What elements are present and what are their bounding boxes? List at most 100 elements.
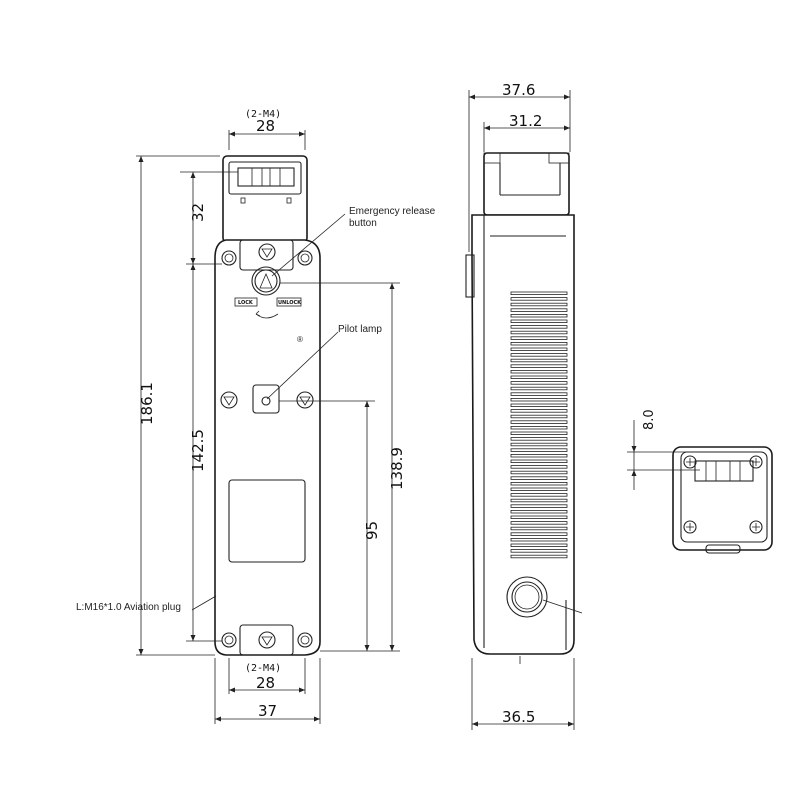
screw-icon xyxy=(258,243,276,261)
mount-hole-bottom-left xyxy=(221,632,237,648)
cooling-fin xyxy=(510,358,568,363)
cooling-fin xyxy=(510,330,568,335)
cooling-fin xyxy=(510,498,568,503)
pilot-lamp xyxy=(252,384,280,414)
cooling-fin xyxy=(510,453,568,458)
cooling-fin xyxy=(510,431,568,435)
cooling-fin xyxy=(510,308,568,312)
cooling-fin xyxy=(510,476,568,480)
cooling-fin xyxy=(510,409,568,413)
cooling-fin xyxy=(510,392,568,396)
cooling-fin xyxy=(510,493,568,497)
lock-label: LOCK xyxy=(238,300,254,306)
cooling-fin xyxy=(510,364,568,368)
cooling-fin xyxy=(510,515,568,519)
dim-right-height: 138.9 xyxy=(388,447,406,490)
cooling-fin xyxy=(510,465,568,469)
top-dimensions: 8.0 xyxy=(627,409,700,490)
screw-icon xyxy=(683,455,697,469)
dim-bolt-top-note: (2-M4) xyxy=(245,109,281,120)
lock-label-box xyxy=(234,297,258,307)
cooling-fin xyxy=(510,420,568,424)
cooling-fin xyxy=(510,549,568,553)
front-body xyxy=(214,239,321,656)
screw-icon xyxy=(683,520,697,534)
emergency-release-button xyxy=(251,266,281,296)
label-window xyxy=(228,479,306,563)
dim-side-depth-top: 37.6 xyxy=(502,81,535,99)
cooling-fin xyxy=(510,481,568,486)
cooling-fin xyxy=(510,319,568,323)
cooling-fin xyxy=(510,504,568,508)
cooling-fin xyxy=(510,509,568,514)
cooling-fin xyxy=(510,291,568,295)
aviation-plug-connector xyxy=(506,576,548,618)
emergency-release-label-2: button xyxy=(349,218,377,229)
cooling-fin xyxy=(510,442,568,447)
dim-bolt-top: 28 xyxy=(256,117,275,135)
screw-icon xyxy=(258,631,276,649)
screw-icon xyxy=(220,391,238,409)
cooling-fin xyxy=(510,403,568,407)
cooling-fin xyxy=(510,336,568,340)
cooling-fin xyxy=(510,302,568,307)
emergency-release-label-1: Emergency release xyxy=(349,206,436,217)
cooling-fin xyxy=(510,386,568,391)
cooling-fin xyxy=(510,487,568,491)
dim-hole-spacing: 142.5 xyxy=(189,429,207,472)
head-window xyxy=(228,161,302,195)
cooling-fin xyxy=(510,347,568,351)
dim-head-height: 32 xyxy=(189,203,207,222)
front-dimensions: (2-M4) 28 32 186.1 142.5 138.9 95 xyxy=(136,109,406,724)
cooling-fin xyxy=(510,369,568,374)
dim-total-height: 186.1 xyxy=(138,382,156,425)
cooling-fin xyxy=(510,470,568,475)
cooling-fin xyxy=(510,297,568,301)
dim-side-head-depth: 31.2 xyxy=(509,112,542,130)
side-dimensions: 37.6 31.2 36.5 xyxy=(468,81,575,730)
cooling-fin xyxy=(510,381,568,385)
cooling-fin xyxy=(510,397,568,402)
dim-bolt-bottom-note: (2-M4) xyxy=(245,663,281,674)
side-latch xyxy=(465,254,475,298)
dim-lamp-to-bottom: 95 xyxy=(363,521,381,540)
cooling-fin xyxy=(510,437,568,441)
top-key-slot xyxy=(694,460,754,482)
top-view xyxy=(672,446,773,554)
cooling-fin xyxy=(510,459,568,463)
registered-mark: ® xyxy=(297,335,303,344)
key-slot xyxy=(237,167,295,187)
dim-side-depth-bottom: 36.5 xyxy=(502,708,535,726)
cooling-fin xyxy=(510,341,568,346)
cooling-fin xyxy=(510,414,568,419)
unlock-label-box xyxy=(276,297,302,307)
top-body xyxy=(672,446,773,551)
mount-hole-bottom-right xyxy=(297,632,313,648)
mount-hole-top-left xyxy=(221,250,237,266)
mount-hole-top-right xyxy=(297,250,313,266)
cooling-fin xyxy=(510,425,568,430)
cooling-fin xyxy=(510,313,568,318)
side-head xyxy=(483,152,570,216)
unlock-label: UNLOCK xyxy=(278,300,302,306)
cooling-fin xyxy=(510,554,568,559)
aviation-plug-label: L:M16*1.0 Aviation plug xyxy=(76,602,181,613)
dim-front-width: 37 xyxy=(258,702,277,720)
cooling-fin xyxy=(510,375,568,379)
cooling-fins xyxy=(510,291,568,559)
screw-icon xyxy=(749,520,763,534)
dim-top-slot: 8.0 xyxy=(642,409,657,430)
cooling-fin xyxy=(510,538,568,542)
pilot-lamp-label: Pilot lamp xyxy=(338,324,382,335)
cooling-fin xyxy=(510,448,568,452)
front-view: LOCK UNLOCK ® xyxy=(214,155,321,656)
cooling-fin xyxy=(510,353,568,357)
cooling-fin xyxy=(510,526,568,531)
callouts: Emergency release button Pilot lamp L:M1… xyxy=(76,206,436,613)
side-view xyxy=(465,152,583,664)
cooling-fin xyxy=(510,532,568,536)
cooling-fin xyxy=(510,325,568,329)
cooling-fin xyxy=(510,543,568,547)
cooling-fin xyxy=(510,521,568,525)
